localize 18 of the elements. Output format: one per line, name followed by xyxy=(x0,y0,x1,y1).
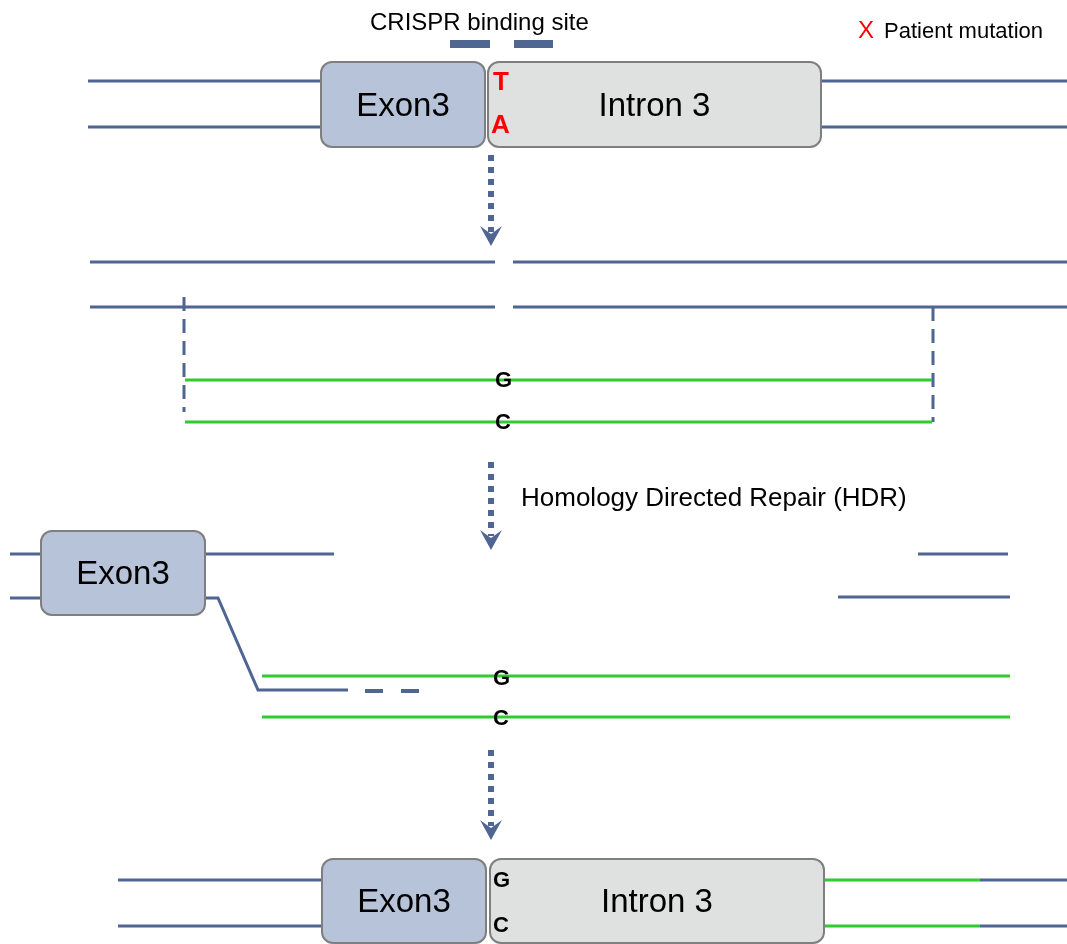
exon-box xyxy=(321,858,487,944)
exon-box xyxy=(320,61,486,148)
base-letter: T xyxy=(493,68,509,94)
region-label: Exon3 xyxy=(76,554,170,592)
mutation-mark: X xyxy=(858,18,874,42)
base-letter: A xyxy=(491,111,510,137)
region-label: Intron 3 xyxy=(598,85,711,124)
legend-text: Patient mutation xyxy=(884,20,1043,42)
base-letter: G xyxy=(493,869,511,891)
region-label: Exon3 xyxy=(356,85,450,124)
intron-box xyxy=(487,61,822,148)
caption-text: CRISPR binding site xyxy=(370,10,589,34)
region-label: Intron 3 xyxy=(601,882,713,920)
intron-box xyxy=(489,858,825,944)
base-letter: C xyxy=(493,914,509,936)
exon-box xyxy=(40,530,206,616)
region-label: Exon3 xyxy=(357,882,451,920)
step-label: Homology Directed Repair (HDR) xyxy=(521,484,907,510)
